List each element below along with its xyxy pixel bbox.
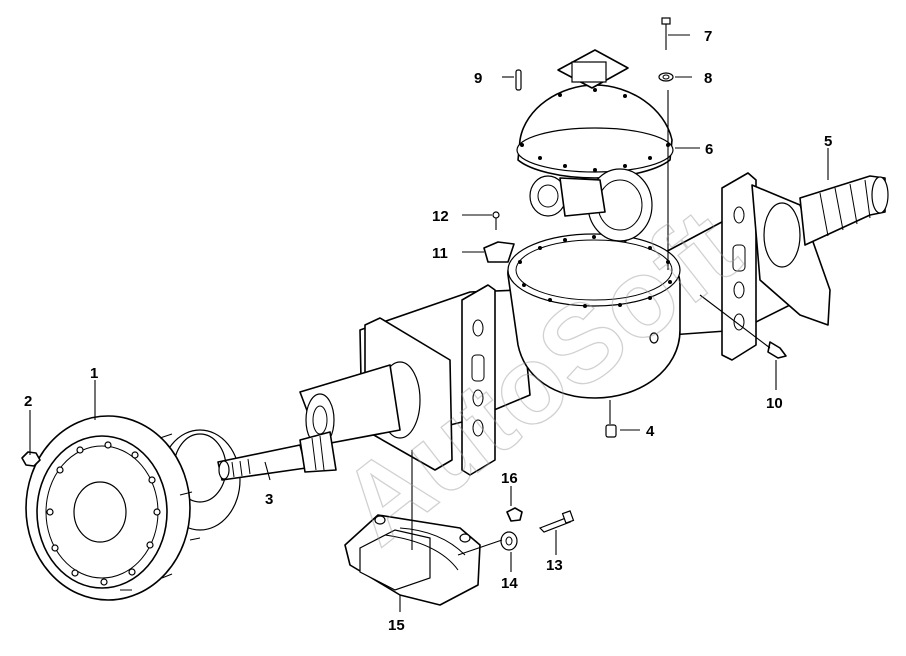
callout-10: 10	[766, 395, 783, 412]
callout-13: 13	[546, 557, 563, 574]
axle-shaft	[217, 431, 337, 481]
callout-7: 7	[704, 28, 712, 45]
callout-9: 9	[474, 70, 482, 87]
callout-1: 1	[90, 365, 98, 382]
callout-2: 2	[24, 393, 32, 410]
axle-housing	[299, 172, 889, 476]
differential-carrier	[516, 49, 674, 242]
callout-15: 15	[388, 617, 405, 634]
callout-12: 12	[432, 208, 449, 225]
callout-11: 11	[432, 245, 448, 262]
callout-8: 8	[704, 70, 712, 87]
callout-5: 5	[824, 133, 832, 150]
callout-4: 4	[646, 423, 655, 440]
wheel-hub	[25, 415, 241, 601]
callout-16: 16	[501, 470, 518, 487]
callout-labels: 1 2 3 4 5 6 7 8 9 10 11 12 13 14 15 16	[24, 28, 832, 634]
small-parts	[21, 17, 787, 551]
callout-14: 14	[501, 575, 518, 592]
leader-lines	[29, 34, 829, 612]
callout-3: 3	[265, 491, 273, 508]
callout-6: 6	[705, 141, 713, 158]
